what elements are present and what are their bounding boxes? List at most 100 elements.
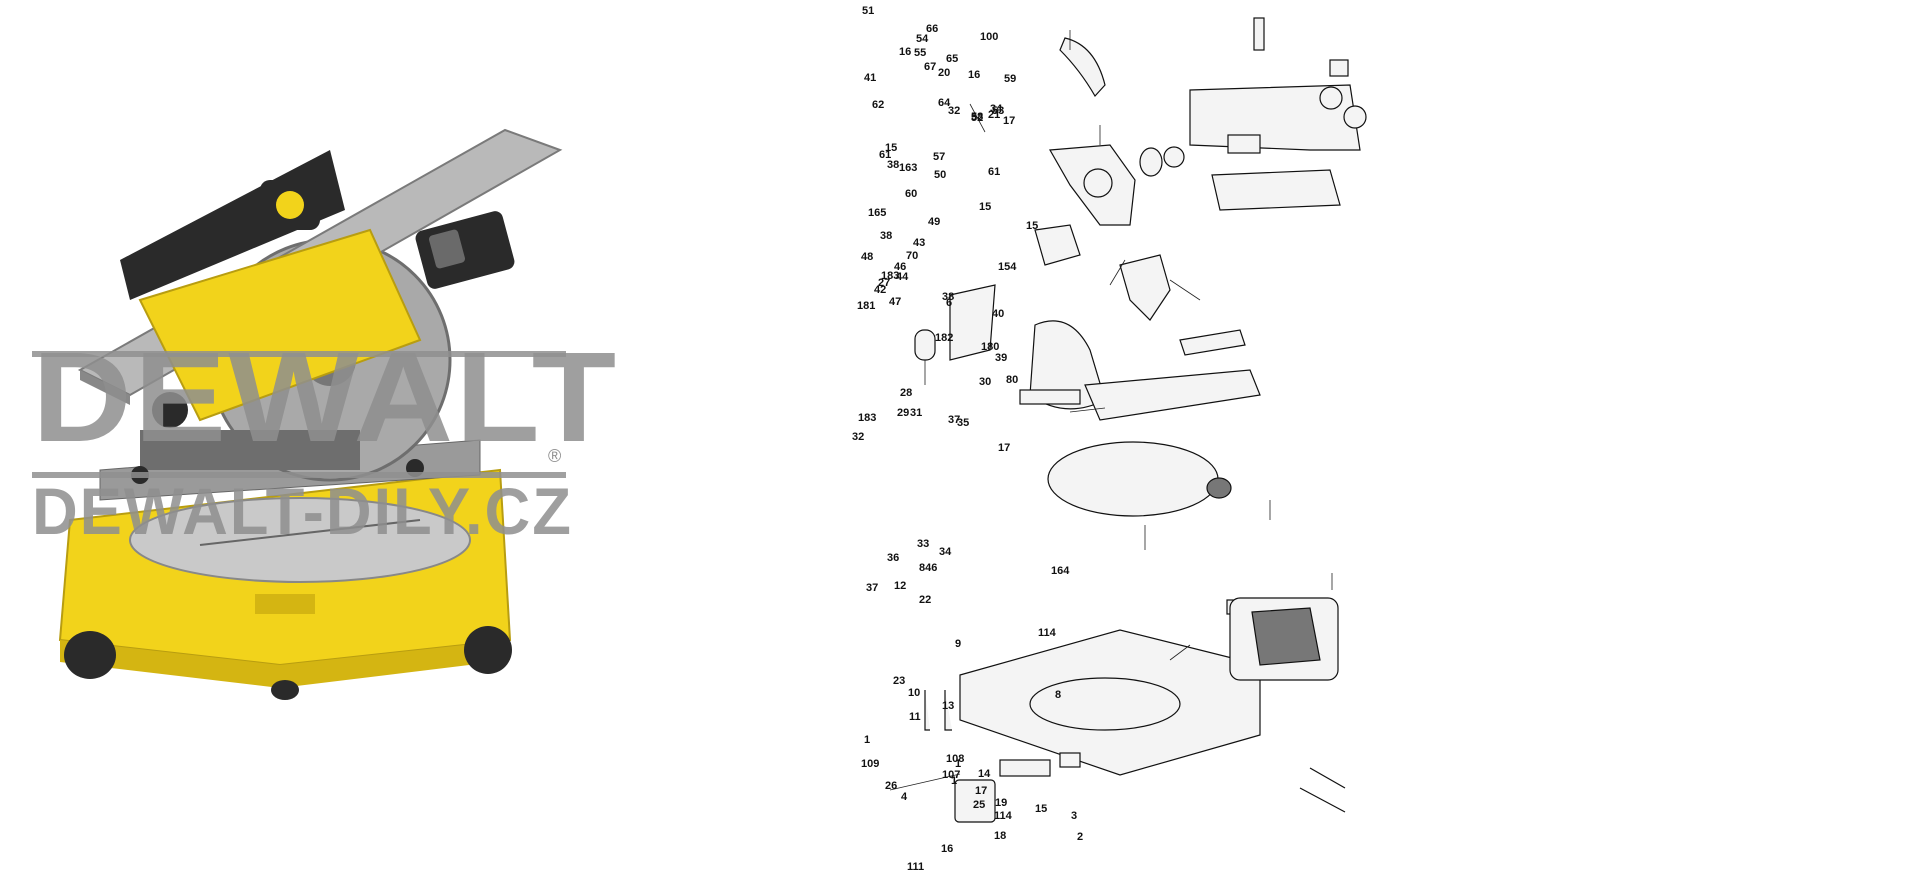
part-number-label: 66 (926, 23, 938, 35)
part-number-label: 20 (938, 67, 950, 79)
part-number-label: 100 (980, 31, 998, 43)
part-number-label: 19 (995, 797, 1007, 809)
part-number-label: 53 (992, 105, 1004, 117)
part-number-label: 17 (1003, 115, 1015, 127)
part-number-label: 49 (928, 216, 940, 228)
part-number-label: 51 (862, 5, 874, 17)
part-number-label: 34 (939, 546, 952, 558)
part-number-label: 57 (933, 151, 945, 163)
part-number-label: 154 (998, 261, 1017, 273)
part-number-label: 846 (919, 562, 937, 574)
part-number-label: 33 (917, 538, 929, 550)
part-number-label: 43 (913, 237, 925, 249)
part-number-label: 32 (852, 431, 864, 443)
part-number-label: 21 (988, 109, 1000, 121)
part-number-label: 114 (994, 810, 1013, 822)
part-number-label: 8 (1055, 689, 1061, 701)
part-number-label: 34 (990, 103, 1003, 115)
part-number-label: 67 (924, 61, 936, 73)
part-number-label: 62 (872, 99, 884, 111)
saw-product-photo: DEWALT DEWALT-DILY.CZ ® (0, 0, 620, 876)
part-number-label: 58 (971, 111, 983, 123)
part-number-label: 29 (897, 407, 909, 419)
part-number-label: 12 (894, 580, 906, 592)
part-number-label: 38 (880, 230, 892, 242)
part-number-label: 61 (879, 149, 891, 161)
part-number-label: 11 (909, 711, 921, 723)
part-number-label: 111 (907, 861, 924, 873)
part-number-label: 37 (948, 414, 960, 426)
part-number-label: 28 (900, 387, 912, 399)
part-number-label: 108 (946, 753, 964, 765)
part-number-label: 2 (1077, 831, 1083, 843)
part-number-label: 165 (868, 207, 886, 219)
part-number-label: 14 (978, 768, 991, 780)
part-number-label: 27 (878, 277, 890, 289)
part-number-label: 181 (857, 300, 875, 312)
part-number-label: 35 (957, 417, 969, 429)
part-number-label: 6 (946, 297, 952, 309)
watermark-site: DEWALT-DILY.CZ (32, 474, 573, 548)
part-number-label: 16 (899, 46, 911, 58)
part-number-label: 164 (1051, 565, 1070, 577)
part-number-label: 163 (899, 162, 917, 174)
part-number-label: 182 (935, 332, 953, 344)
part-number-label: 15 (979, 201, 991, 213)
part-number-label: 180 (981, 341, 999, 353)
part-number-label: 54 (916, 33, 929, 45)
part-number-label: 25 (973, 799, 985, 811)
part-number-label: 17 (998, 442, 1010, 454)
part-number-label: 65 (946, 53, 958, 65)
part-number-label: 41 (864, 72, 876, 84)
part-number-label: 23 (893, 675, 905, 687)
part-number-label: 15 (1026, 220, 1038, 232)
part-number-label: 15 (885, 142, 897, 154)
part-number-label: 17 (975, 785, 987, 797)
part-number-label: 38 (942, 291, 954, 303)
watermark-line-top (32, 351, 566, 357)
part-number-label: 39 (995, 352, 1007, 364)
part-number-label: 3 (1071, 810, 1077, 822)
watermark-line-bottom (32, 472, 566, 478)
part-number-label: 114 (1038, 627, 1057, 639)
part-number-label: 26 (885, 780, 897, 792)
part-number-label: 1 (955, 758, 961, 770)
part-number-label: 9 (955, 638, 961, 650)
part-number-label: 22 (919, 594, 931, 606)
part-number-label: 16 (968, 69, 980, 81)
part-number-label: 48 (861, 251, 873, 263)
part-number-label: 109 (861, 758, 879, 770)
part-number-label: 80 (1006, 374, 1018, 386)
part-number-label: 18 (994, 830, 1006, 842)
part-number-label: 42 (874, 284, 886, 296)
part-number-label: 40 (992, 308, 1004, 320)
part-number-label: 183 (858, 412, 876, 424)
part-number-label: 38 (887, 159, 899, 171)
part-number-label: 60 (905, 188, 917, 200)
part-number-label: 1 (951, 775, 957, 787)
part-number-label: 55 (914, 47, 926, 59)
part-number-label: 59 (1004, 73, 1016, 85)
part-number-label: 13 (942, 700, 954, 712)
part-number-label: 15 (1035, 803, 1047, 815)
part-number-label: 46 (894, 261, 906, 273)
part-number-label: 70 (906, 250, 918, 262)
part-number-label: 37 (866, 582, 878, 594)
part-number-label: 31 (910, 407, 922, 419)
part-number-label: 44 (896, 271, 909, 283)
part-number-label: 183 (881, 270, 899, 282)
part-number-label: 107 (942, 769, 960, 781)
part-number-label: 30 (979, 376, 991, 388)
mitre-saw-image (58, 128, 563, 700)
part-number-label: 10 (908, 687, 920, 699)
part-number-label: 16 (941, 843, 953, 855)
part-number-label: 47 (889, 296, 901, 308)
part-number-label: 1 (864, 734, 870, 746)
part-number-label: 4 (901, 791, 908, 803)
part-number-label: 36 (887, 552, 899, 564)
watermark-registered-mark: ® (548, 446, 562, 466)
part-number-label: 64 (938, 97, 951, 109)
part-number-label: 52 (971, 112, 983, 124)
